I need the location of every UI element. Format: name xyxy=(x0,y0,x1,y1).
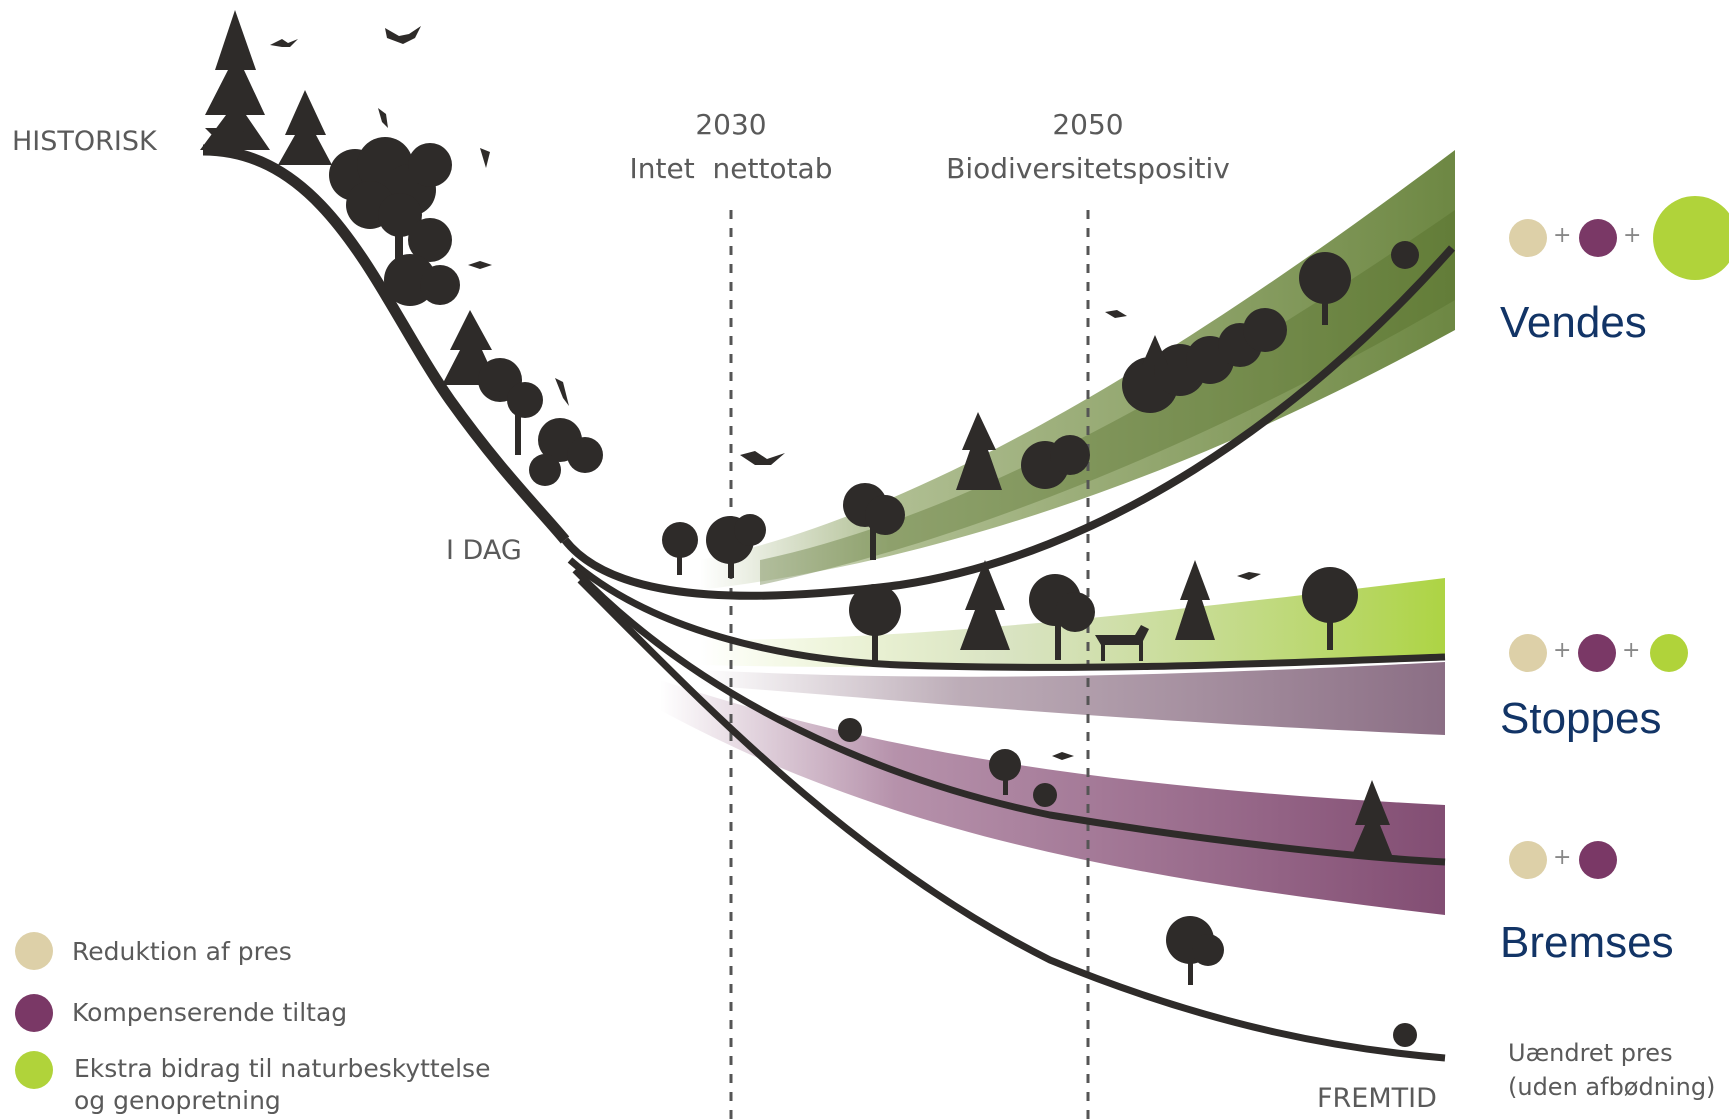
extra-contribution-dot xyxy=(1650,634,1688,672)
unchanged-pressure-label: Uændret pres (uden afbødning) xyxy=(1508,1036,1715,1104)
stoppes-vegetation-silhouette xyxy=(849,560,1358,665)
reduction-dot xyxy=(1509,219,1547,257)
stoppes-band-bottom xyxy=(700,662,1445,735)
milestone-2050-year: 2050 xyxy=(1052,108,1124,141)
legend-reduction-label: Reduktion af pres xyxy=(72,937,292,966)
stage-future-label: FREMTID xyxy=(1317,1083,1437,1114)
vendes-band-inner xyxy=(760,210,1455,585)
compensation-dot xyxy=(1579,219,1617,257)
plus-sign: + xyxy=(1623,223,1642,248)
plus-sign: + xyxy=(1622,638,1641,663)
stage-historic-label: HISTORISK xyxy=(12,126,157,157)
historic-decline-curve xyxy=(202,144,570,544)
birds xyxy=(270,26,1261,760)
legend-compensation-label: Kompenserende tiltag xyxy=(72,998,348,1027)
milestone-2050-label: Biodiversitetspositiv xyxy=(946,152,1230,185)
scenario-vendes-label: Vendes xyxy=(1500,298,1647,347)
stoppes-curve xyxy=(567,557,1446,671)
compensation-dot xyxy=(1578,634,1616,672)
milestone-2050: 2050 Biodiversitetspositiv xyxy=(928,103,1248,191)
scenario-stoppes-label: Stoppes xyxy=(1500,694,1662,743)
scenario-bremses-label: Bremses xyxy=(1500,918,1674,967)
plus-sign: + xyxy=(1553,845,1572,870)
extra-contribution-dot xyxy=(1653,196,1729,280)
legend-extra-line-1: Ekstra bidrag til naturbeskyttelse xyxy=(74,1054,491,1083)
reduction-dot xyxy=(1509,841,1547,879)
stage-today-label: I DAG xyxy=(446,535,522,566)
compensation-dot xyxy=(1579,841,1617,879)
reduction-dot xyxy=(1509,634,1547,672)
vendes-band xyxy=(700,150,1455,590)
historic-forest-silhouette xyxy=(200,10,603,486)
legend-reduction-swatch xyxy=(15,932,53,970)
unchanged-line-2: (uden afbødning) xyxy=(1508,1073,1716,1101)
unchanged-line-1: Uændret pres xyxy=(1508,1039,1673,1067)
milestone-2030-label: Intet nettotab xyxy=(629,152,833,185)
legend-extra-swatch xyxy=(15,1051,53,1089)
milestone-2030: 2030 Intet nettotab xyxy=(600,103,862,191)
milestone-2030-year: 2030 xyxy=(695,108,767,141)
plus-sign: + xyxy=(1553,223,1572,248)
legend-compensation-swatch xyxy=(15,994,53,1032)
vendes-curve xyxy=(561,245,1455,600)
unchanged-vegetation-silhouette xyxy=(1166,916,1417,1047)
legend-extra-label: Ekstra bidrag til naturbeskyttelse og ge… xyxy=(74,1053,490,1117)
bremses-vegetation-silhouette xyxy=(838,718,1392,855)
bremses-curve xyxy=(572,567,1446,866)
unchanged-curve xyxy=(577,577,1446,1062)
legend-extra-line-2: og genopretning xyxy=(74,1086,281,1115)
plus-sign: + xyxy=(1553,638,1572,663)
vendes-vegetation-silhouette xyxy=(662,241,1419,578)
